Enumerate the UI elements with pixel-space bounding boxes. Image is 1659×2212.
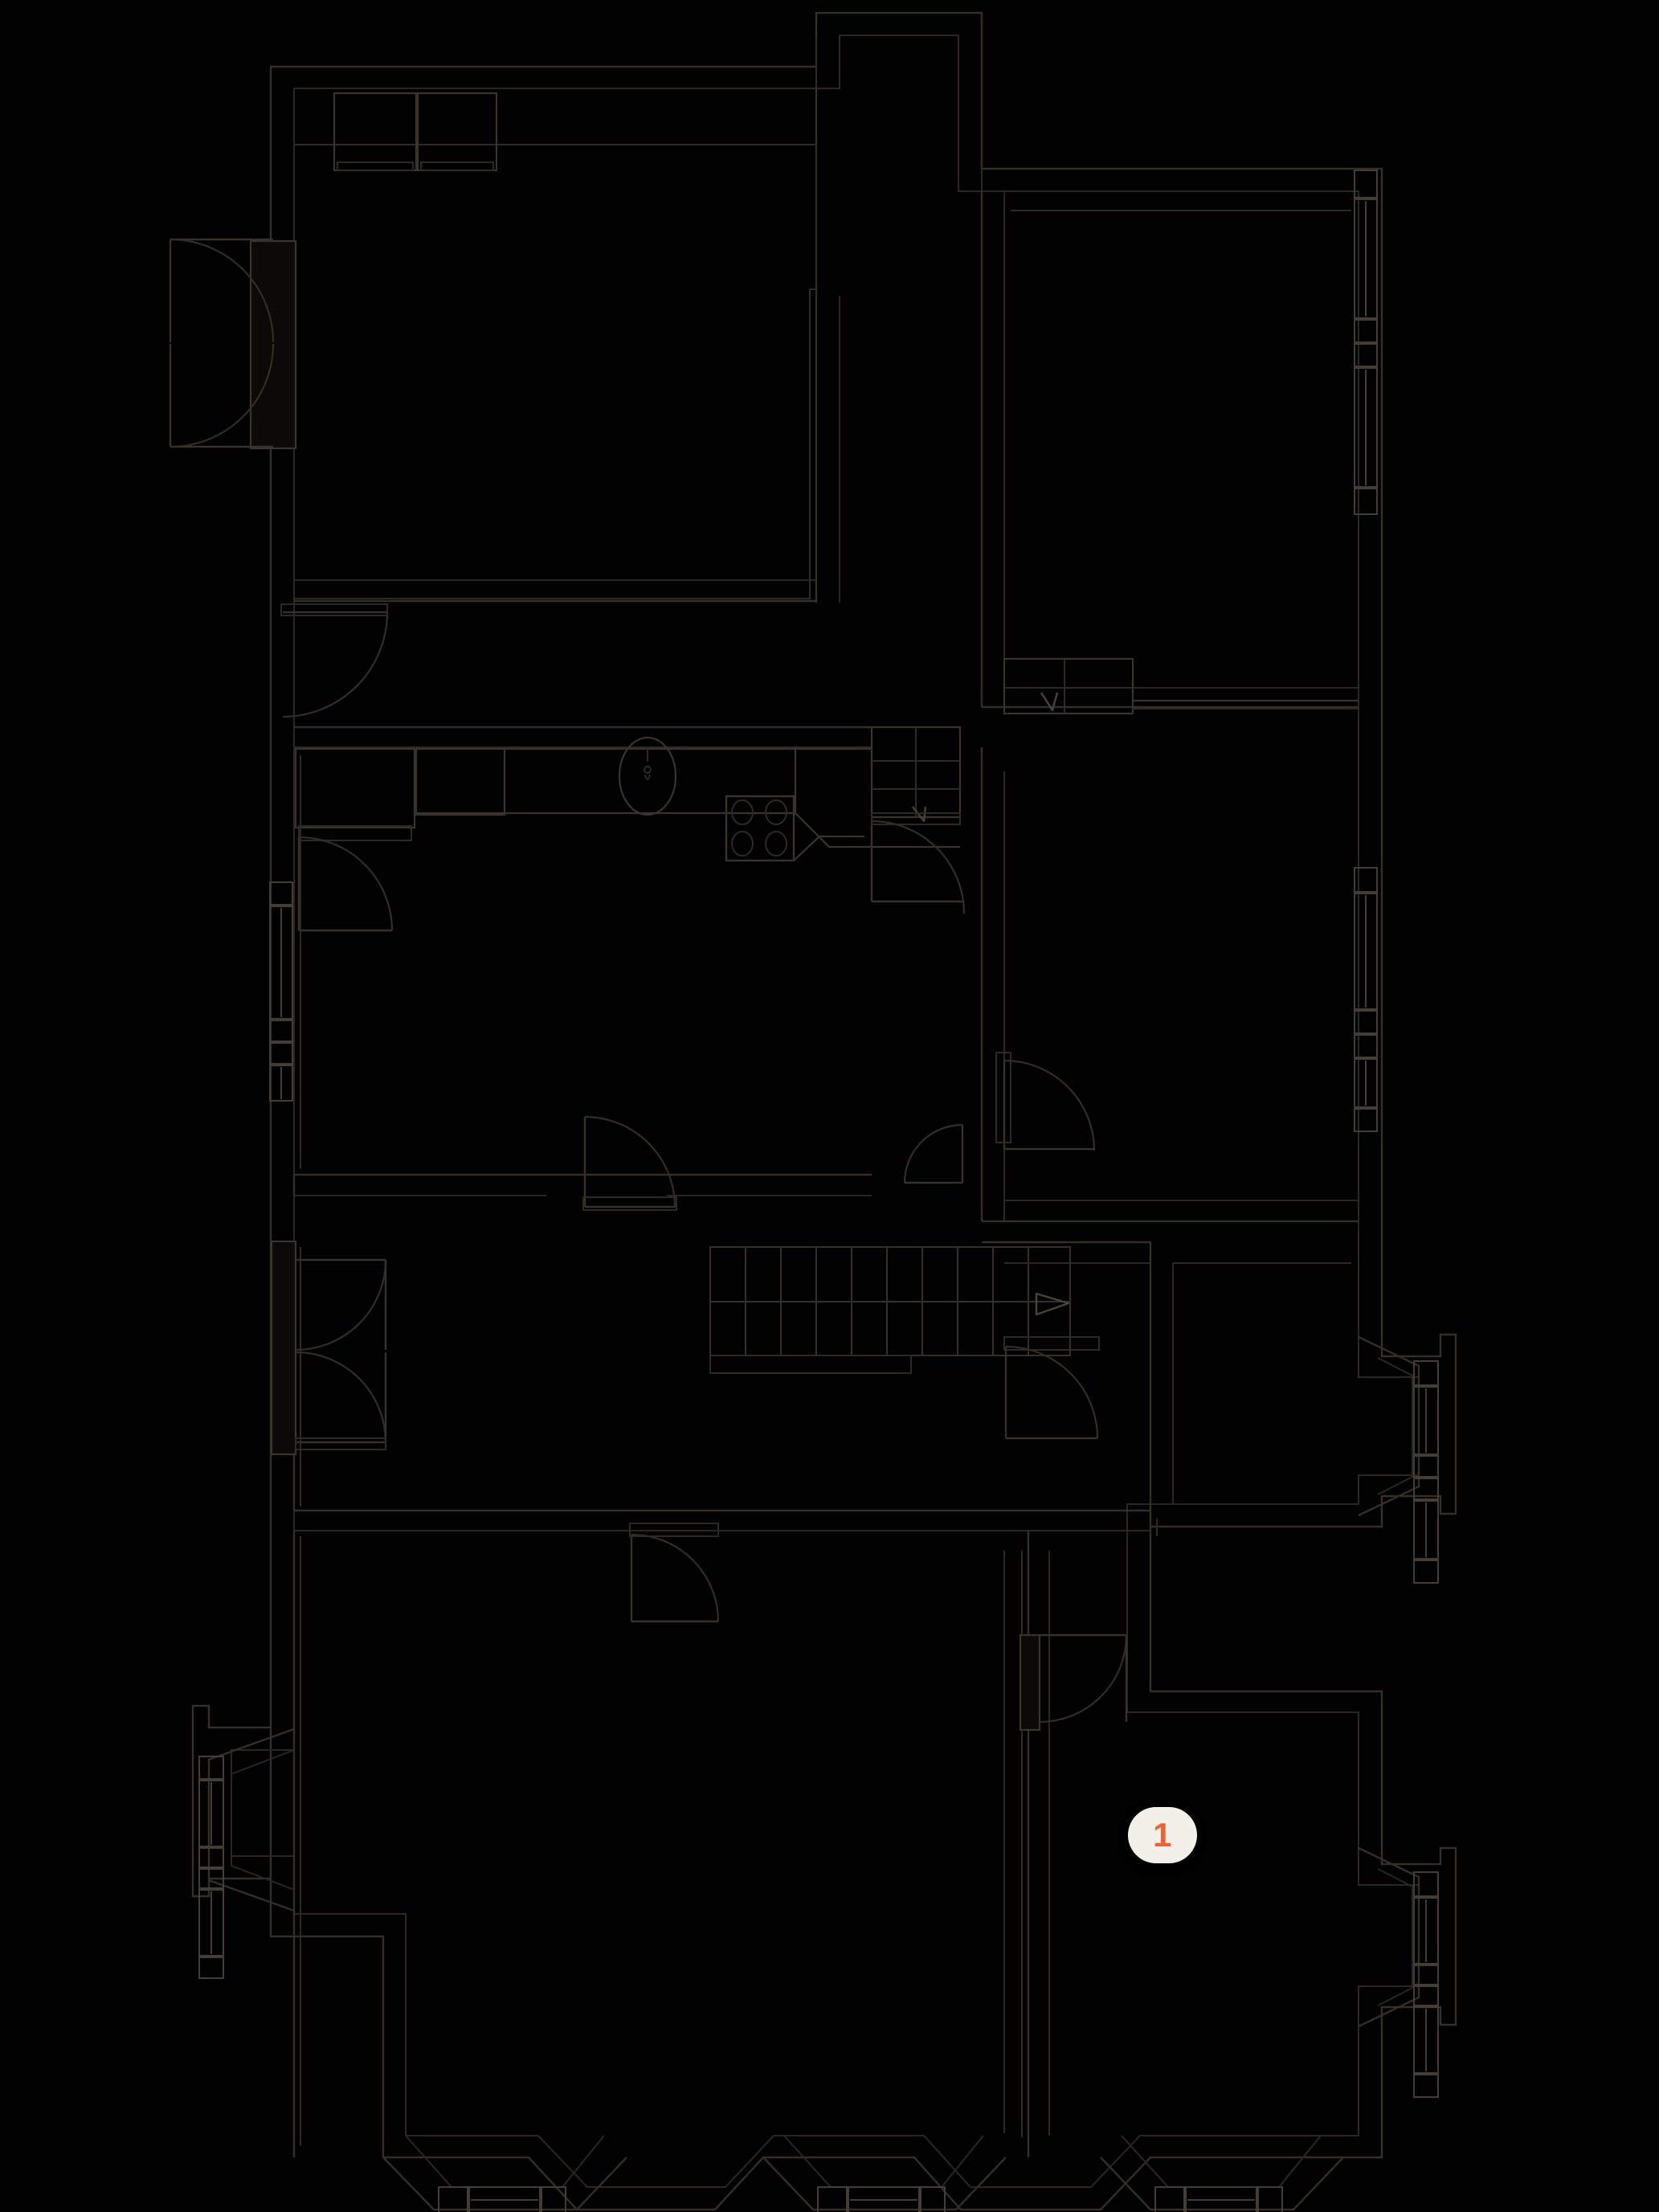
window-right-upper-2 [1354, 343, 1378, 515]
bay-window-right-lower [1358, 1846, 1439, 2098]
bay-window-bottom-right [1100, 2135, 1344, 2212]
closet-left [333, 92, 418, 172]
door-middle-right[interactable] [995, 1052, 1096, 1151]
kitchen-cabinet-left [294, 747, 416, 829]
bay-window-bottom-left [382, 2135, 627, 2212]
closet-right [416, 92, 498, 172]
room-bottom-left [292, 1531, 1050, 2157]
room-middle-right [980, 747, 1359, 1223]
staircase [709, 1246, 1071, 1374]
door-bedroom-top-left-exit[interactable] [280, 603, 389, 718]
room-bedroom-top-left [294, 88, 840, 603]
door-utility[interactable] [1003, 1336, 1100, 1440]
door-bottom-right-entry[interactable] [1019, 1633, 1128, 1732]
bay-window-left [198, 1727, 295, 1979]
wc-landing-upper [1003, 657, 1359, 715]
window-right-lower [1354, 867, 1378, 1034]
cooktop [725, 795, 795, 862]
door-kitchen-right[interactable] [870, 812, 966, 914]
window-left-middle [269, 881, 293, 1102]
door-entry-double-top-left[interactable] [169, 238, 297, 450]
door-living-middle-left[interactable] [582, 1115, 677, 1211]
building-outer-shell [191, 11, 1457, 2211]
room-bedroom-top-right [980, 191, 1359, 709]
map-marker-1[interactable]: 1 [1128, 1807, 1197, 1863]
kitchen-appliance [415, 747, 506, 816]
room-utility-lower-right [982, 1241, 1351, 1527]
room-middle-left [292, 755, 872, 1196]
room-lower-left [292, 1242, 1150, 1531]
door-stair-hall-upper[interactable] [903, 1123, 964, 1184]
bay-window-right-upper [1358, 1335, 1439, 1584]
stair-up-arrow [1035, 1292, 1070, 1316]
door-kitchen-left[interactable] [297, 836, 394, 932]
window-right-lower-2 [1354, 1034, 1378, 1132]
map-marker-1-label: 1 [1153, 1816, 1172, 1854]
kitchen-sink [618, 736, 677, 816]
bay-window-bottom-middle [762, 2135, 1007, 2212]
interior-detail-lines [815, 35, 1158, 2133]
door-lower-left-double[interactable] [270, 1240, 387, 1456]
door-bottom-left-entry[interactable] [629, 1523, 720, 1623]
window-right-upper [1354, 170, 1378, 343]
room-kitchen [294, 726, 962, 862]
